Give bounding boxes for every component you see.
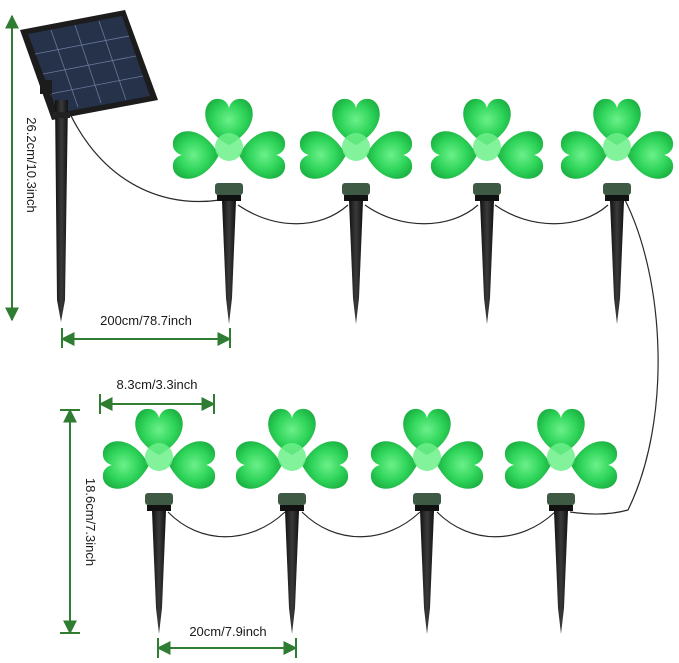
ground-stake-icon xyxy=(52,100,70,322)
clover-width-label: 8.3cm/3.3inch xyxy=(117,377,198,392)
connecting-wire xyxy=(61,94,659,538)
solar-panel-icon xyxy=(20,10,158,322)
shamrock-light-icon xyxy=(504,408,618,634)
light-height-label: 18.6cm/7.3inch xyxy=(83,478,98,566)
light-spacing-label: 20cm/7.9inch xyxy=(189,624,266,639)
ground-stake-icon xyxy=(475,195,499,324)
cable-length-label: 200cm/78.7inch xyxy=(100,313,192,328)
shamrock-light-icon xyxy=(560,98,674,324)
bottom-row-lights xyxy=(102,408,618,634)
shamrock-light-icon xyxy=(235,408,349,634)
ground-stake-icon xyxy=(217,195,241,324)
shamrock-light-icon xyxy=(430,98,544,324)
shamrock-light-icon xyxy=(102,408,216,634)
ground-stake-icon xyxy=(415,505,439,634)
ground-stake-icon xyxy=(280,505,304,634)
shamrock-light-icon xyxy=(299,98,413,324)
ground-stake-icon xyxy=(147,505,171,634)
shamrock-light-icon xyxy=(370,408,484,634)
dimension-annotations xyxy=(5,14,298,658)
panel-height-label: 26.2cm/10.3inch xyxy=(24,117,39,212)
ground-stake-icon xyxy=(344,195,368,324)
ground-stake-icon xyxy=(549,505,573,634)
ground-stake-icon xyxy=(605,195,629,324)
top-row-lights xyxy=(172,98,674,324)
shamrock-light-icon xyxy=(172,98,286,324)
